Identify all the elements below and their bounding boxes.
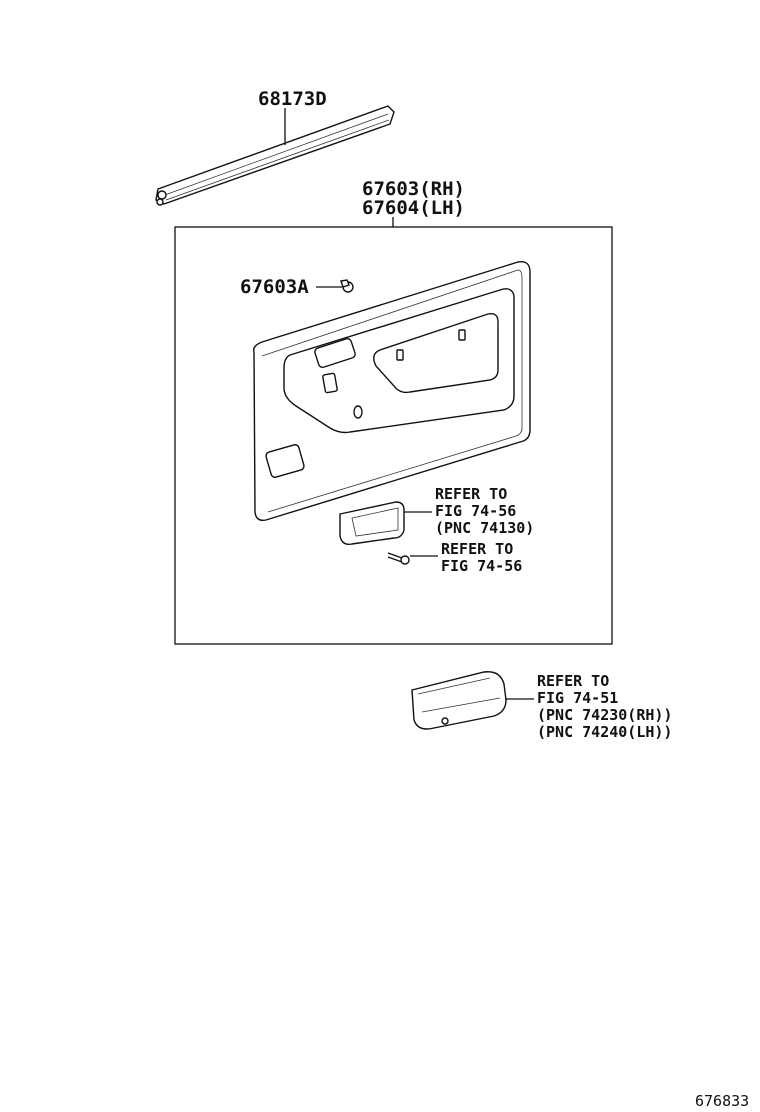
- ref1-text-2: FIG 74-56: [435, 502, 516, 520]
- door-trim-panel-part: [252, 261, 531, 522]
- ref1-text-3: (PNC 74130): [435, 519, 534, 537]
- screw-part: [387, 552, 410, 565]
- clip-part: [340, 279, 354, 293]
- ref3-text-3: (PNC 74230(RH)): [537, 706, 672, 724]
- clip-part-number: 67603A: [240, 276, 309, 298]
- panel-part-number-lh: 67604(LH): [362, 197, 465, 219]
- panel-part-number-rh: 67603(RH): [362, 178, 465, 200]
- armrest-part: [411, 671, 507, 730]
- figure-id: 676833: [695, 1092, 749, 1110]
- ref3-text-4: (PNC 74240(LH)): [537, 723, 672, 741]
- ref3-text-1: REFER TO: [537, 672, 609, 690]
- ref3-text-2: FIG 74-51: [537, 689, 618, 707]
- belt-molding-part: [155, 105, 395, 206]
- ref2-text-1: REFER TO: [441, 540, 513, 558]
- ref2-text-2: FIG 74-56: [441, 557, 522, 575]
- molding-part-number: 68173D: [258, 88, 327, 110]
- pull-handle-bezel-part: [339, 501, 405, 546]
- assembly-frame: [174, 226, 613, 645]
- ref1-text-1: REFER TO: [435, 485, 507, 503]
